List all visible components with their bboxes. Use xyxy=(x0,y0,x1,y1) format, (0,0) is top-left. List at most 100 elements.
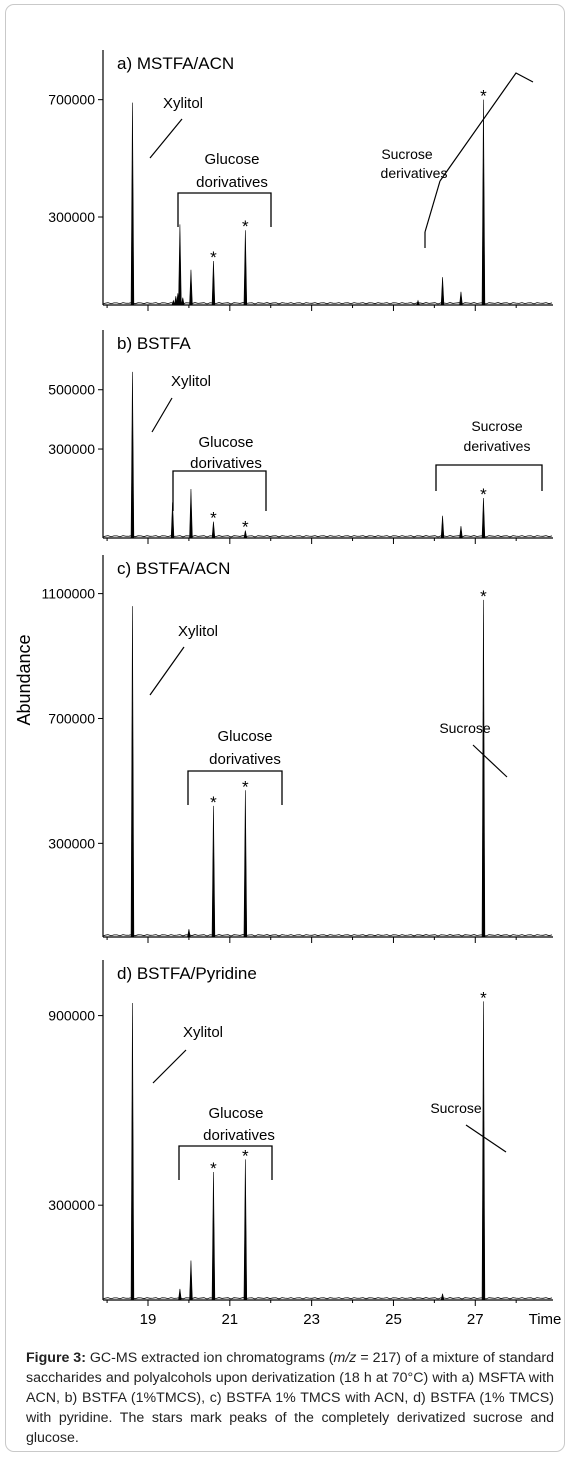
x-tick-label: 25 xyxy=(385,1311,402,1328)
peak xyxy=(187,929,191,938)
peak-star: * xyxy=(480,587,487,606)
xylitol-label: Xylitol xyxy=(171,373,211,390)
peak xyxy=(243,230,248,306)
y-tick-label: 700000 xyxy=(48,92,95,108)
sucrose-label: Sucrose xyxy=(471,418,523,434)
panel-title: b) BSTFA xyxy=(117,334,191,353)
glucose-label: Glucose xyxy=(204,151,259,168)
figure-frame xyxy=(5,4,565,1452)
sucrose-label-2: derivatives xyxy=(464,438,531,454)
glucose-label-2: dorivatives xyxy=(190,455,262,472)
peak xyxy=(459,526,463,539)
sucrose-label: Sucrose xyxy=(381,146,433,162)
peak xyxy=(440,1293,445,1301)
sucrose-bracket xyxy=(435,464,543,491)
peak xyxy=(189,489,193,539)
peak xyxy=(459,291,463,306)
peak-star: * xyxy=(242,217,249,236)
glucose-bracket xyxy=(172,470,267,511)
peak xyxy=(243,1159,248,1301)
peak xyxy=(481,1001,486,1301)
figure-caption: Figure 3: GC-MS extracted ion chromatogr… xyxy=(26,1348,554,1448)
peak xyxy=(189,1260,193,1301)
xylitol-label: Xylitol xyxy=(178,623,218,640)
glucose-bracket xyxy=(178,1145,273,1180)
xylitol-label: Xylitol xyxy=(163,95,203,112)
x-tick-label: 21 xyxy=(221,1311,238,1328)
sucrose-label: Sucrose xyxy=(439,720,491,736)
peak xyxy=(440,277,445,306)
panel-title: c) BSTFA/ACN xyxy=(117,559,230,578)
panel-title: d) BSTFA/Pyridine xyxy=(117,964,257,983)
xylitol-pointer xyxy=(149,646,185,696)
peak xyxy=(178,224,182,306)
glucose-bracket xyxy=(177,192,272,227)
peak xyxy=(211,260,216,306)
peak-star: * xyxy=(242,777,249,796)
peak-star: * xyxy=(242,1146,249,1165)
y-tick-label: 1100000 xyxy=(42,586,96,602)
sucrose-pointer-long xyxy=(424,72,534,248)
glucose-label-2: dorivatives xyxy=(196,174,268,191)
sucrose-pointer xyxy=(465,1124,507,1153)
sucrose-label: Sucrose xyxy=(430,1100,482,1116)
y-tick-label: 500000 xyxy=(48,382,95,398)
y-tick-label: 300000 xyxy=(48,441,95,457)
caption-label: Figure 3: xyxy=(26,1350,86,1366)
glucose-label: Glucose xyxy=(198,434,253,451)
peak xyxy=(171,299,176,306)
peak-star: * xyxy=(210,248,217,267)
glucose-label: Glucose xyxy=(217,728,272,745)
y-tick-label: 300000 xyxy=(48,1197,95,1213)
y-tick-label: 300000 xyxy=(48,209,95,225)
glucose-label-2: dorivatives xyxy=(203,1127,275,1144)
x-tick-label: 23 xyxy=(303,1311,320,1328)
peak xyxy=(481,99,486,306)
xylitol-label: Xylitol xyxy=(183,1024,223,1041)
caption-italic: m/z xyxy=(333,1350,357,1366)
y-tick-label: 300000 xyxy=(48,835,95,851)
glucose-bracket xyxy=(187,770,283,805)
sucrose-pointer xyxy=(424,180,441,233)
peak xyxy=(416,299,420,306)
peak-star: * xyxy=(480,485,487,504)
peak xyxy=(170,502,175,539)
peak-star: * xyxy=(242,518,249,537)
peak-star: * xyxy=(480,87,487,106)
peak xyxy=(130,606,135,938)
caption-text-2: = 217) of a mixture of standard sacchari… xyxy=(26,1350,554,1446)
panel-title: a) MSTFA/ACN xyxy=(117,54,234,73)
peak xyxy=(211,1172,216,1301)
y-tick-label: 900000 xyxy=(48,1008,95,1024)
sucrose-pointer xyxy=(472,744,508,778)
peak xyxy=(211,805,216,938)
peak xyxy=(481,599,486,938)
peak xyxy=(130,102,135,306)
peak xyxy=(189,269,193,306)
glucose-label-2: dorivatives xyxy=(209,751,281,768)
peak xyxy=(211,521,216,539)
x-axis-title: Time xyxy=(529,1311,562,1328)
baseline-trace xyxy=(102,934,553,937)
sucrose-label-2: derivatives xyxy=(381,165,448,181)
baseline-trace xyxy=(102,1297,553,1300)
peak-star: * xyxy=(480,988,487,1007)
peak-star: * xyxy=(210,509,217,528)
peak-star: * xyxy=(210,793,217,812)
glucose-label: Glucose xyxy=(208,1105,263,1122)
peak xyxy=(130,371,135,539)
baseline-trace xyxy=(102,535,553,538)
x-tick-label: 27 xyxy=(467,1311,484,1328)
peak xyxy=(481,497,486,539)
peak xyxy=(440,515,445,539)
xylitol-pointer xyxy=(152,1049,187,1084)
peak xyxy=(178,1288,182,1301)
y-axis-title: Abundance xyxy=(14,634,34,725)
peak xyxy=(130,1002,135,1301)
peak-star: * xyxy=(210,1159,217,1178)
caption-text-1: GC-MS extracted ion chromatograms ( xyxy=(85,1350,334,1366)
xylitol-pointer xyxy=(151,397,173,433)
peak xyxy=(243,790,248,938)
x-tick-label: 19 xyxy=(140,1311,157,1328)
